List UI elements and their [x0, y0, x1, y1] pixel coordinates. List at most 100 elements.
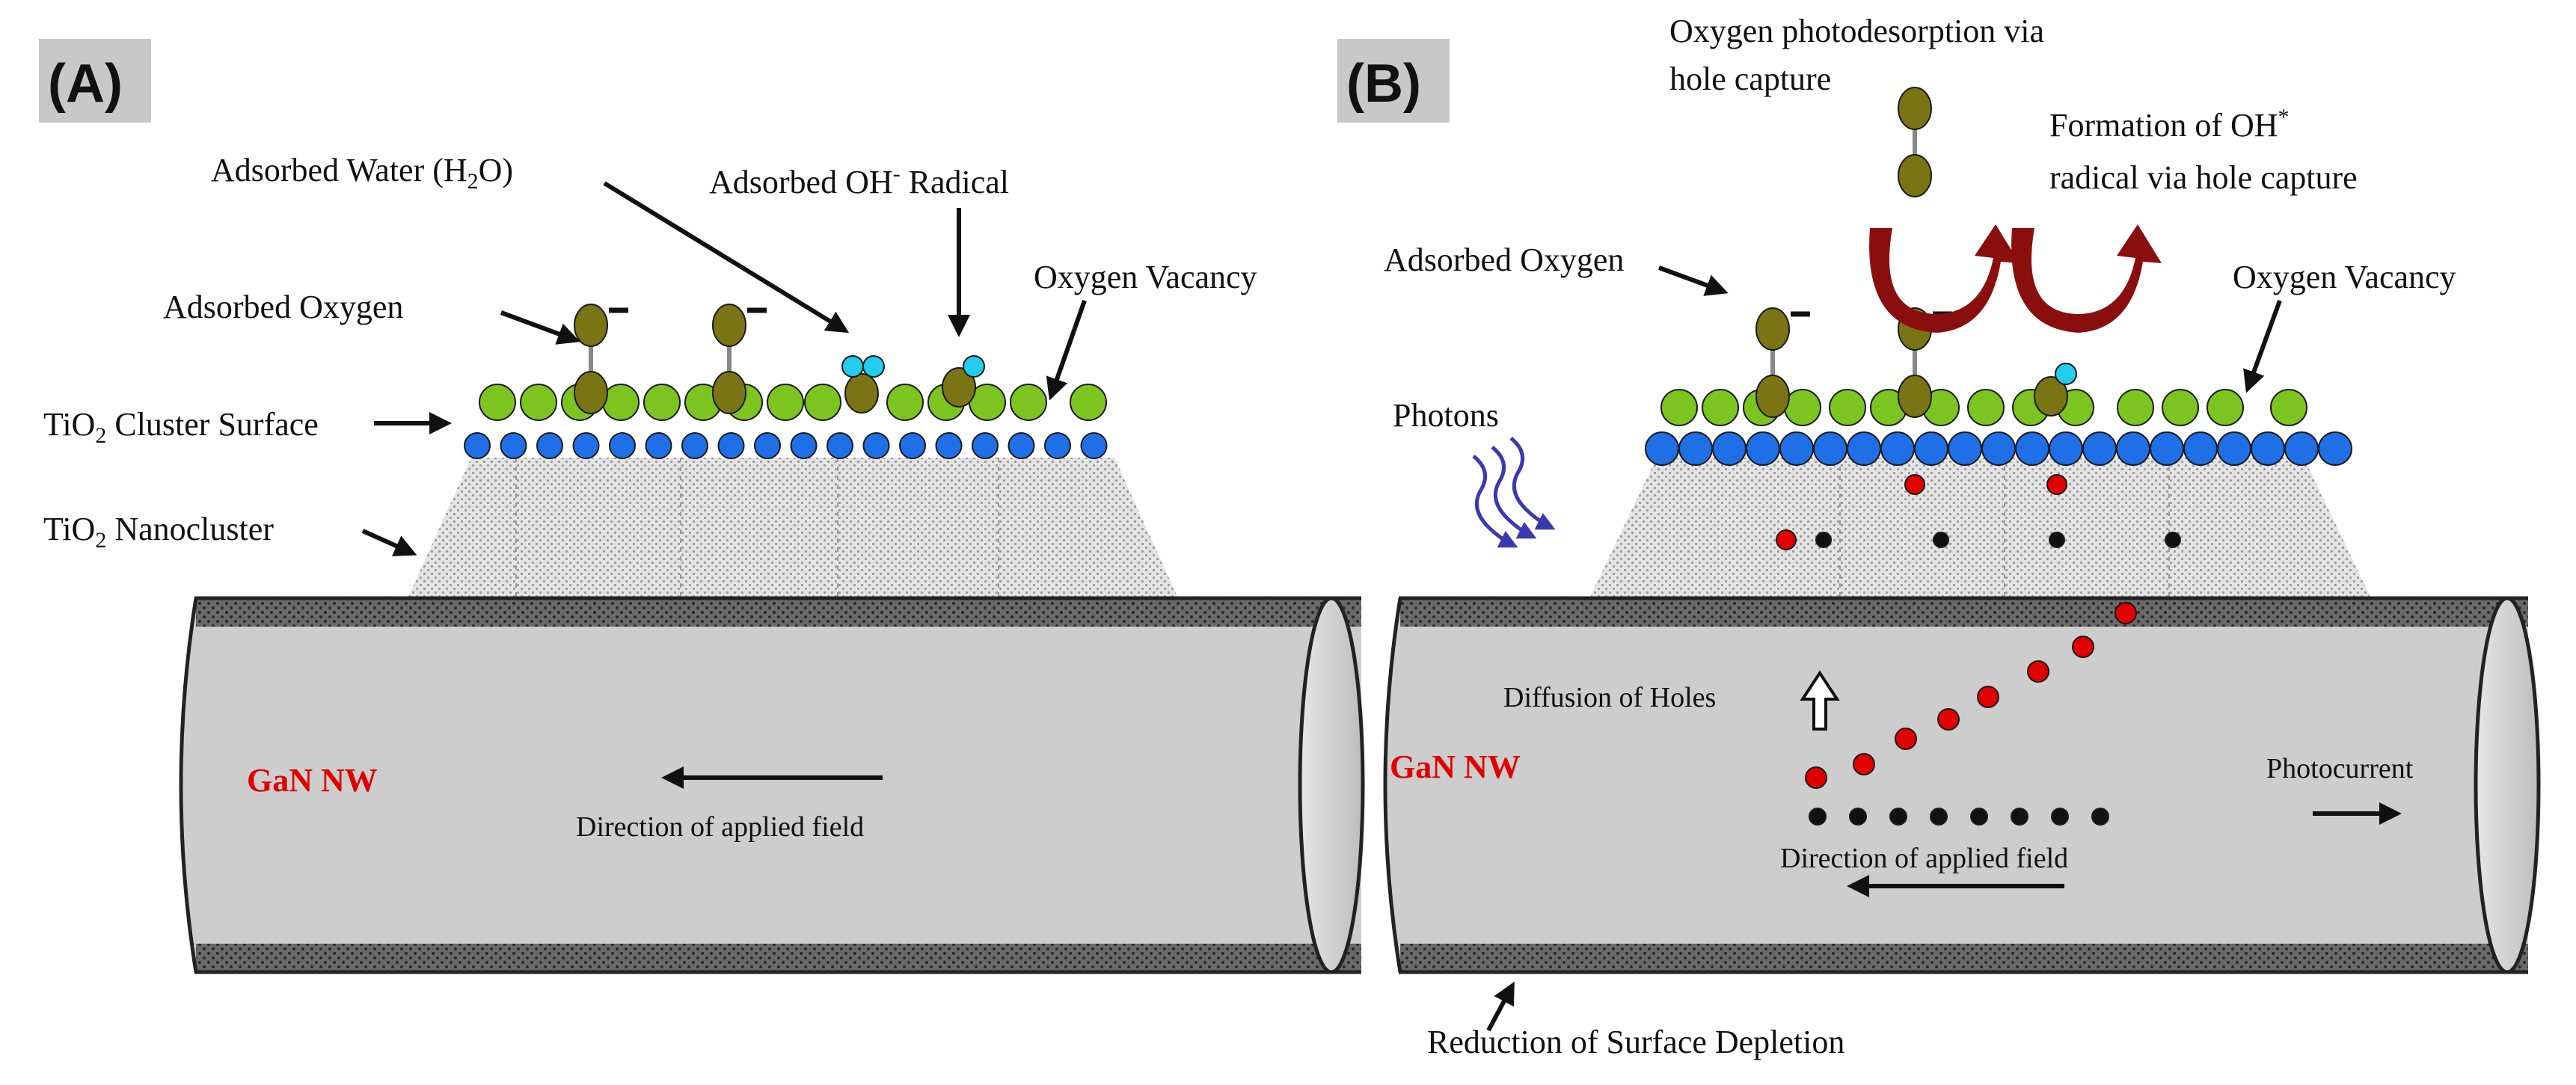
nanocluster-grid-lines-a [515, 458, 999, 598]
electron [1815, 532, 1832, 548]
field-label-b: Direction of applied field [1780, 843, 2068, 874]
panel-a-tag-bg [39, 39, 151, 123]
oxygen-atom [574, 304, 608, 347]
hydrogen-atom [862, 355, 885, 378]
green-surface-atom [1784, 389, 1821, 426]
electron [1970, 808, 1988, 826]
electron [2049, 532, 2065, 548]
green-surface-atom [767, 384, 804, 421]
green-surface-atom [2117, 389, 2154, 426]
panel-b: (B) Oxygen ph [1337, 13, 2541, 1060]
green-surface-atom [2270, 389, 2307, 426]
hole [1776, 529, 1797, 550]
electron [2165, 532, 2181, 548]
blue-surface-atom [1914, 431, 1948, 466]
blue-surface-atom [1813, 431, 1847, 466]
panel-a: (A) Adsorbed Water (H2O) Adsorbed OH- Ra… [39, 39, 1365, 974]
oxygen-atom [712, 304, 746, 347]
oh-formation-label-2: radical via hole capture [2049, 159, 2358, 196]
electron [1930, 808, 1948, 826]
oxygen-atom [1755, 307, 1790, 351]
adsorbed-oxygen-label-b: Adsorbed Oxygen [1384, 242, 1624, 278]
blue-surface-atom [1847, 431, 1881, 466]
blue-surface-atom [645, 432, 672, 459]
green-surface-atom [804, 384, 841, 421]
oh-formation-curved-arrow [2011, 224, 2162, 333]
green-surface-atom [2207, 389, 2244, 426]
electron [2051, 808, 2069, 826]
electron [2091, 808, 2109, 826]
blue-surface-atom [464, 432, 491, 459]
blue-surface-atom [2116, 431, 2150, 466]
blue-surface-atom [1880, 431, 1915, 466]
hydrogen-atom [841, 355, 864, 378]
green-surface-atom [643, 384, 681, 421]
gan-nw-label-a: GaN NW [247, 762, 378, 799]
green-surface-atom [1660, 389, 1698, 426]
oxygen-atom [1898, 375, 1932, 418]
hole [2046, 474, 2067, 495]
blue-surface-atom [1712, 431, 1747, 466]
green-surface-atom [479, 384, 516, 421]
blue-surface-atom [790, 432, 818, 459]
blue-surface-atom [536, 432, 563, 459]
blue-surface-atom [717, 432, 745, 459]
green-surface-atom [1010, 384, 1047, 421]
electron [1849, 808, 1867, 826]
hole [1977, 686, 1999, 708]
blue-surface-atom [1948, 431, 1982, 466]
blue-surface-atom [2015, 431, 2049, 466]
gan-nw-label-b: GaN NW [1390, 749, 1521, 785]
oxygen-vacancy-label-b: Oxygen Vacancy [2233, 259, 2456, 295]
cluster-surface-label: TiO2 Cluster Surface [43, 406, 319, 448]
blue-surface-atom [572, 432, 600, 459]
blue-surface-atom [2284, 431, 2319, 466]
blue-surface-atom [2217, 431, 2251, 466]
green-surface-atom [1070, 384, 1107, 421]
adsorbed-oxygen-label-a: Adsorbed Oxygen [163, 289, 403, 325]
hydrogen-atom [2055, 363, 2077, 385]
oh-oxygen-atom [2034, 376, 2068, 417]
green-surface-atom [602, 384, 640, 421]
blue-surface-atom [2150, 431, 2184, 466]
oxygen-atom [1755, 375, 1790, 418]
green-surface-atom [520, 384, 557, 421]
atom-layer-b [1645, 87, 2352, 826]
blue-surface-atom [1981, 431, 2016, 466]
electron [1809, 808, 1827, 826]
gan-nanowire-b [1383, 596, 2541, 974]
hole [1805, 766, 1827, 789]
diffusion-hollow-arrow [1800, 670, 1840, 731]
photons-label: Photons [1393, 397, 1499, 434]
blue-surface-atom [2251, 431, 2285, 466]
blue-surface-atom [1779, 431, 1814, 466]
blue-surface-atom [862, 432, 890, 459]
hole [2115, 602, 2137, 624]
label-arrows-a [361, 181, 1087, 789]
oxygen-atom [712, 371, 746, 414]
blue-surface-atom [609, 432, 636, 459]
hole [1895, 728, 1917, 750]
nanocluster-label: TiO2 Nanocluster [43, 511, 274, 553]
panel-b-tag-bg [1337, 39, 1450, 123]
panel-a-tag: (A) [48, 54, 123, 114]
blue-surface-atom [899, 432, 926, 459]
blue-surface-atom [500, 432, 527, 459]
tio2-nanocluster-b [1589, 458, 2371, 598]
blue-surface-atom [827, 432, 853, 459]
panel-b-tag: (B) [1346, 54, 1421, 114]
atom-layer-a [464, 304, 1108, 459]
blue-surface-atom [1080, 432, 1108, 459]
oh-oxygen-atom [942, 367, 976, 408]
green-surface-atom [1967, 389, 2005, 426]
blue-surface-atom [2049, 431, 2083, 466]
blue-surface-atom [1746, 431, 1780, 466]
blue-surface-atom [2082, 431, 2117, 466]
oh-formation-label-1: Formation of OH* [2049, 105, 2290, 144]
diffusion-label: Diffusion of Holes [1503, 682, 1716, 713]
label-arrows-b [1486, 265, 2402, 1032]
hydrogen-atom [963, 355, 985, 378]
photon-waves [1472, 437, 1556, 548]
